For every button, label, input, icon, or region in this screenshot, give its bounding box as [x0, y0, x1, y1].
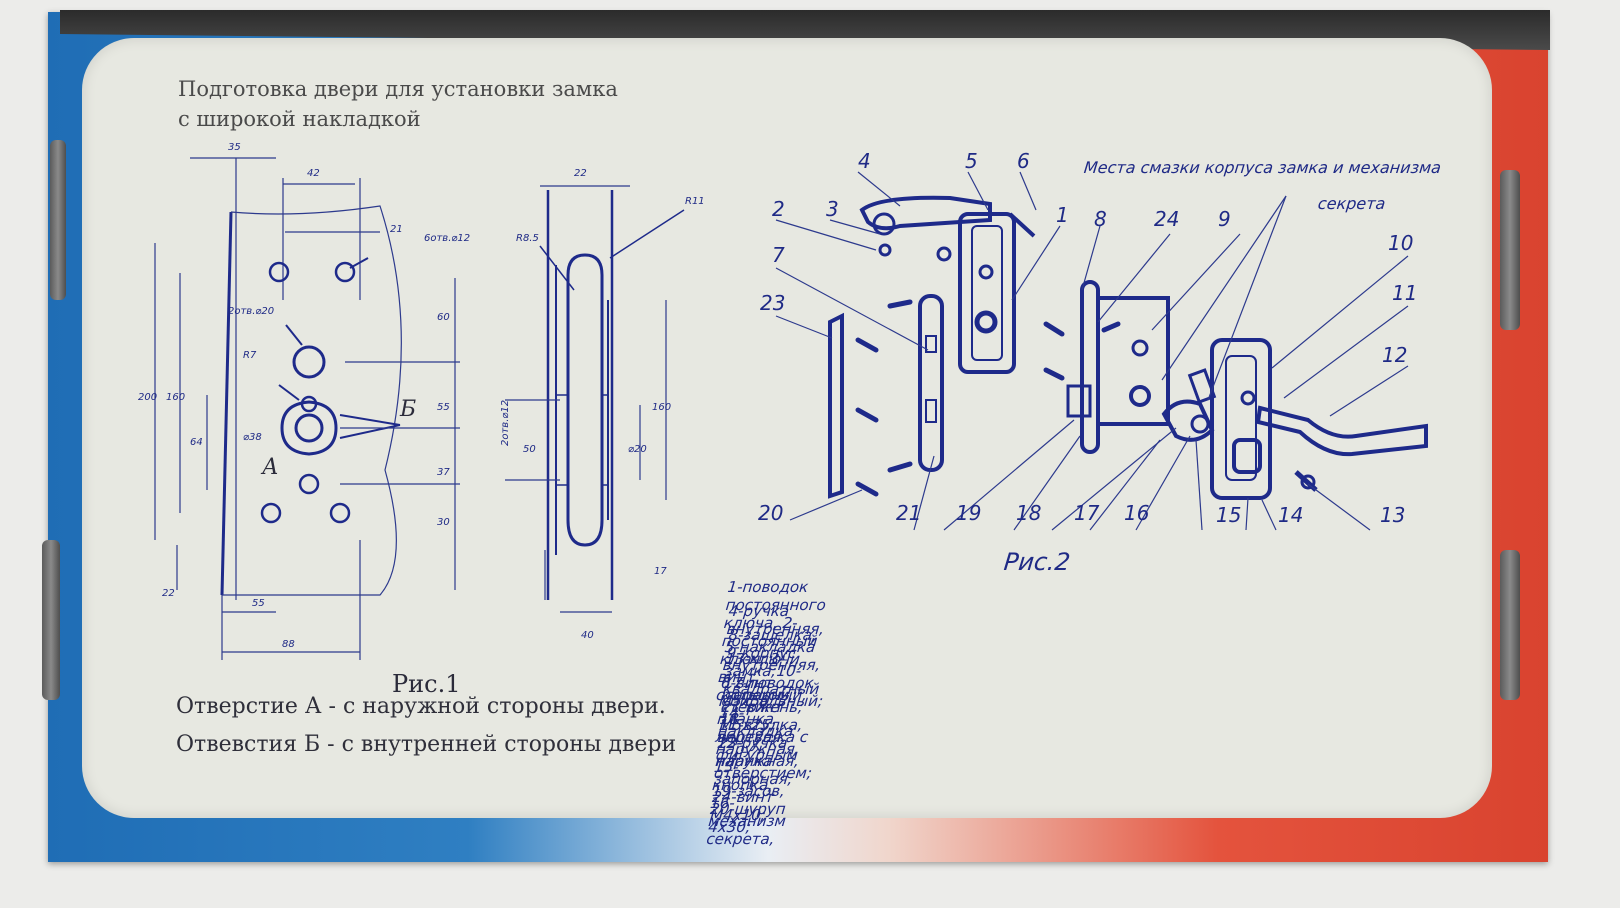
callout-2: 2 [772, 197, 785, 221]
fig1-door-drawing: 35 42 21 6отв.⌀12 2отв.⌀20 R7 ⌀38 200 16… [138, 142, 470, 660]
dim-55: 55 [437, 402, 450, 413]
heading-line-1: Подготовка двери для установки замка [178, 77, 618, 101]
callout-15: 15 [1216, 503, 1241, 527]
callout-6: 6 [1017, 149, 1030, 173]
lubrication-note-line-2: секрета [1317, 194, 1387, 213]
metal-clip-right-top [1500, 170, 1520, 330]
callout-19: 19 [956, 501, 981, 525]
dim-30: 30 [437, 517, 450, 528]
dim-22: 22 [162, 588, 175, 599]
callout-24: 24 [1154, 207, 1179, 231]
callout-9: 9 [1218, 207, 1231, 231]
callout-16: 16 [1124, 501, 1149, 525]
heading-line-2: с широкой накладкой [178, 107, 421, 131]
callout-3: 3 [826, 197, 839, 221]
fig2-caption: Рис.2 [1002, 548, 1072, 576]
hole-b-label: Б [399, 397, 416, 422]
lubrication-note-line-1: Места смазки корпуса замка и механизма [1083, 158, 1443, 177]
dim-37: 37 [437, 467, 450, 478]
callout-21: 21 [896, 501, 921, 525]
dim-64: 64 [190, 437, 203, 448]
callout-14: 14 [1278, 503, 1303, 527]
callout-20: 20 [758, 501, 783, 525]
callout-1: 1 [1056, 203, 1069, 227]
callout-12: 12 [1382, 343, 1407, 367]
note-hole-b: Отвевстия Б - с внутренней стороны двери [176, 732, 677, 757]
dim-42: 42 [307, 168, 320, 179]
dim-holes2b: 2отв.⌀12 [500, 400, 511, 446]
dim-holes2: 2отв.⌀20 [228, 306, 274, 317]
dim-40: 40 [581, 630, 594, 641]
dim-r11: R11 [685, 196, 705, 207]
dim-d38: ⌀38 [243, 432, 262, 443]
metal-clip-left-bottom [42, 540, 60, 700]
metal-clip-right-bottom [1500, 550, 1520, 700]
callout-23: 23 [760, 291, 785, 315]
callout-4: 4 [858, 149, 871, 173]
callout-5: 5 [965, 149, 978, 173]
callout-13: 13 [1380, 503, 1405, 527]
note-hole-a: Отверстие А - с наружной стороны двери. [176, 694, 666, 719]
fig1-edge-drawing: 22 R11 R8.5 2отв.⌀12 50 ⌀20 160 17 40 [500, 168, 705, 641]
heading: Подготовка двери для установки замка с ш… [178, 74, 618, 134]
dim-d20: ⌀20 [628, 444, 647, 455]
fig1-caption: Рис.1 [392, 670, 460, 698]
dim-holes6: 6отв.⌀12 [424, 233, 470, 244]
dim-50: 50 [523, 444, 536, 455]
dim-60: 60 [437, 312, 450, 323]
callout-8: 8 [1094, 207, 1107, 231]
dim-88: 88 [282, 639, 295, 650]
hole-a-label: А [260, 455, 279, 480]
dim-200: 200 [138, 392, 157, 403]
callout-17: 17 [1074, 501, 1100, 525]
dim-35: 35 [228, 142, 241, 153]
dim-r85: R8.5 [516, 233, 539, 244]
dim-160b: 160 [652, 402, 671, 413]
dim-17: 17 [654, 566, 667, 577]
dim-21: 21 [390, 224, 403, 235]
dim-55-bottom: 55 [252, 598, 265, 609]
callout-7: 7 [772, 243, 785, 267]
dim-22-top: 22 [574, 168, 587, 179]
legend-line-6: 21-винт М5х25; 23-планка запорная, 24-ви… [709, 698, 794, 824]
dim-r7: R7 [243, 350, 257, 361]
fig2-callouts: 4 5 6 2 3 1 8 24 9 10 11 7 23 12 20 21 1… [758, 149, 1417, 527]
callout-18: 18 [1016, 501, 1041, 525]
metal-clip-left-top [50, 140, 66, 300]
fig2-exploded-view [775, 171, 1428, 531]
dim-160: 160 [166, 392, 185, 403]
callout-11: 11 [1392, 281, 1417, 305]
callout-10: 10 [1388, 231, 1413, 255]
